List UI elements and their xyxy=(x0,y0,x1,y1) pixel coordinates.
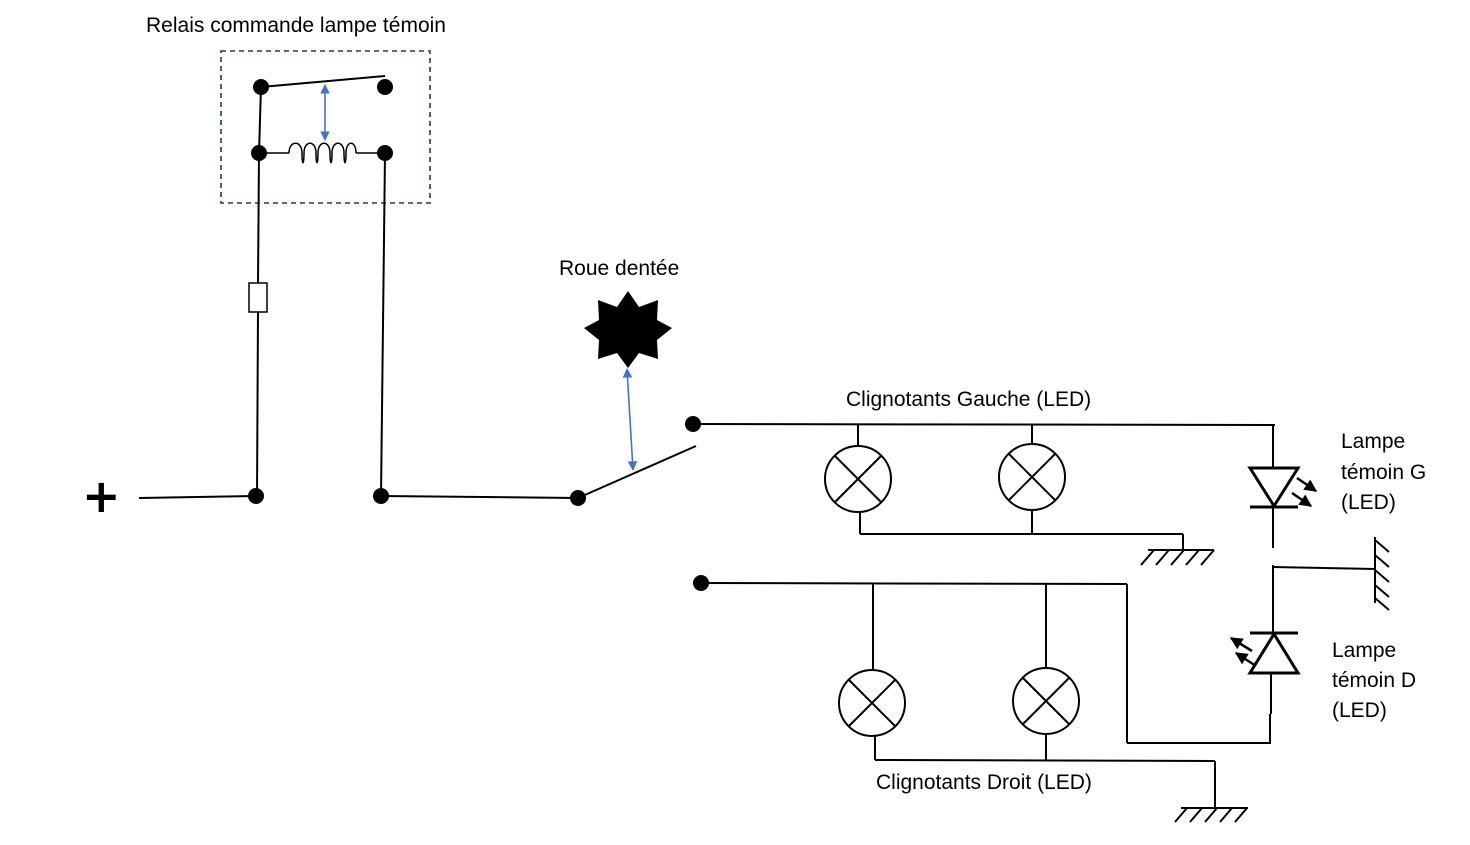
indicator-right-label-line3: (LED) xyxy=(1332,699,1387,722)
left-blinkers-label: Clignotants Gauche (LED) xyxy=(846,388,1092,411)
lamp-icon xyxy=(998,443,1066,511)
indicator-right-label-line2: témoin D xyxy=(1332,669,1417,692)
right-blinkers-label: Clignotants Droit (LED) xyxy=(876,771,1092,794)
indicator-left-label-line3: (LED) xyxy=(1341,491,1396,514)
ground-icon xyxy=(1140,549,1215,566)
gear-link-arrow xyxy=(622,368,638,471)
gear-label: Roue dentée xyxy=(559,257,680,280)
relay-coil-icon xyxy=(251,142,393,164)
lamp-icon xyxy=(1012,667,1080,735)
lamp-icon xyxy=(838,669,906,737)
relay-contact-icon xyxy=(253,75,393,95)
fuse-icon xyxy=(248,282,268,313)
lamp-icon xyxy=(824,445,892,513)
indicator-left-label-line1: Lampe xyxy=(1341,430,1406,453)
relay-label: Relais commande lampe témoin xyxy=(146,14,446,37)
switch-icon xyxy=(570,416,709,591)
positive-terminal: + xyxy=(82,469,121,523)
ground-icon xyxy=(1174,807,1248,823)
ground-icon xyxy=(1374,537,1390,611)
indicator-right-label-line1: Lampe xyxy=(1332,639,1397,662)
indicator-left-label-line2: témoin G xyxy=(1341,461,1427,484)
led-icon xyxy=(1229,631,1301,675)
gear-icon xyxy=(584,291,672,368)
led-icon xyxy=(1247,466,1318,509)
